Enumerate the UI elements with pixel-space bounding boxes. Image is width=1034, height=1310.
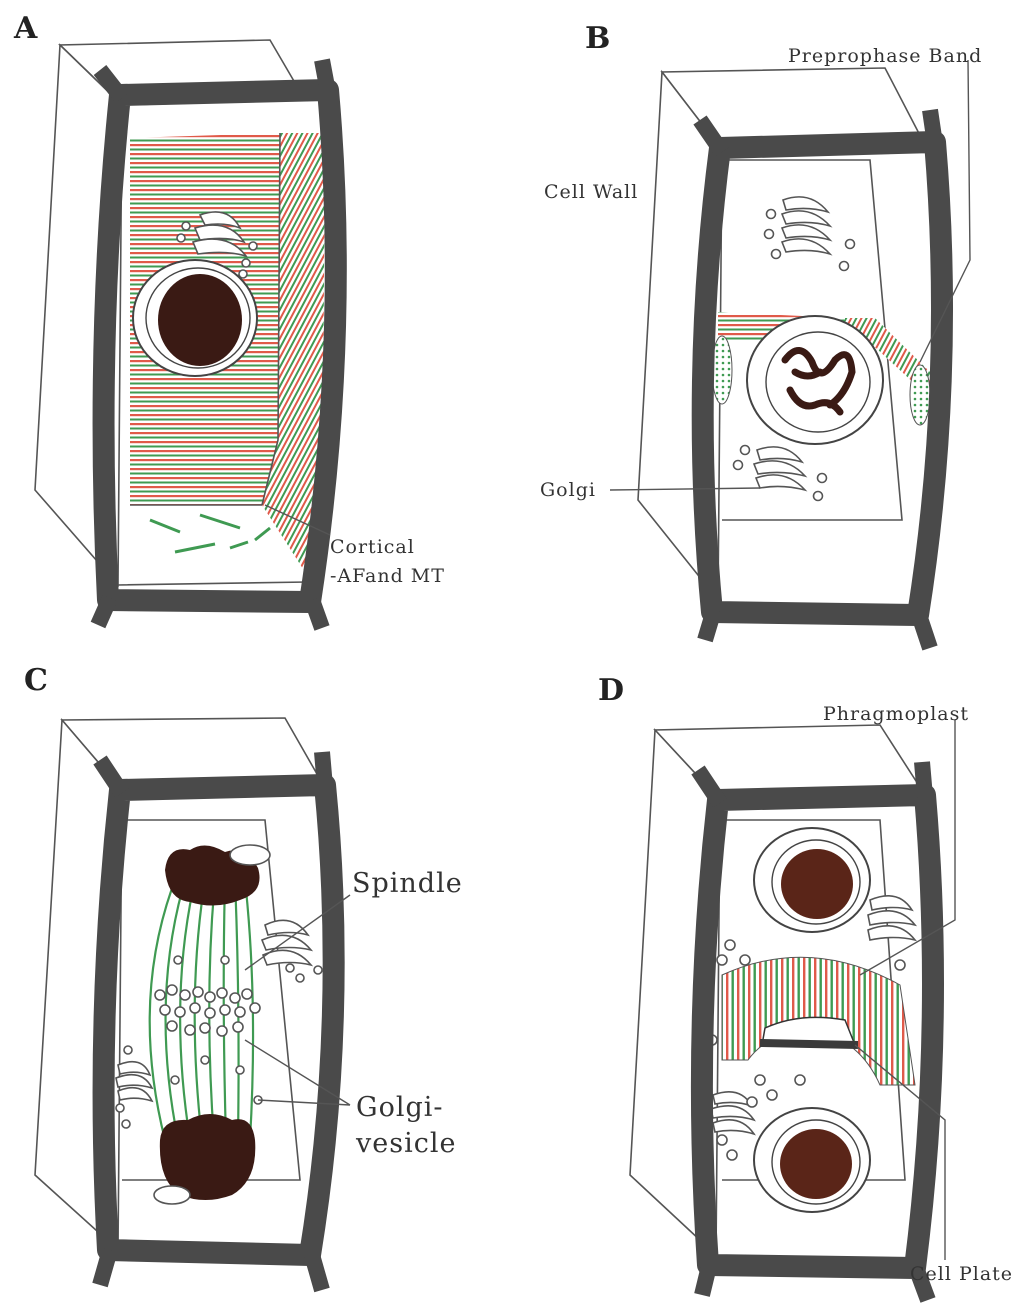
golgi-label: Golgi [540,479,596,501]
golgi-leader [610,488,760,490]
golgi-apparatus-left [116,1046,152,1128]
floor-microtubules [130,505,270,552]
golgi-vesicle-label-line1: Golgi- [356,1092,444,1123]
af-mt-label: -AFand MT [330,565,445,587]
cortical-label: Cortical [330,536,415,558]
phragmoplast-label: Phragmoplast [823,703,969,725]
panel-d-cytokinesis-cell: D [598,673,1013,1300]
panel-c-metaphase-cell: C [24,663,463,1290]
pole-vesicle [154,1186,190,1204]
spindle-label: Spindle [352,868,463,899]
panel-letter-c: C [24,663,48,698]
pole-vesicle [230,845,270,865]
preprophase-band-label: Preprophase Band [788,45,982,67]
nucleus-prophase [747,316,883,444]
cell-wall-label: Cell Wall [544,181,638,203]
daughter-nucleus-upper [754,828,870,932]
golgi-apparatus-upper [765,197,855,271]
golgi-apparatus-upper [868,896,915,970]
panel-a-interphase-cell: A [13,11,445,628]
cell-wall-junction [100,752,325,1290]
nucleus [133,260,257,376]
panel-letter-d: D [598,673,624,708]
cell-plate-label: Cell Plate [910,1263,1013,1285]
golgi-vesicle-label-line2: vesicle [355,1128,456,1159]
panel-letter-b: B [585,21,610,56]
golgi-apparatus-lower [734,446,827,501]
panel-letter-a: A [13,11,38,46]
daughter-nucleus-lower [754,1108,870,1212]
panel-b-preprophase-cell: B [540,21,982,648]
